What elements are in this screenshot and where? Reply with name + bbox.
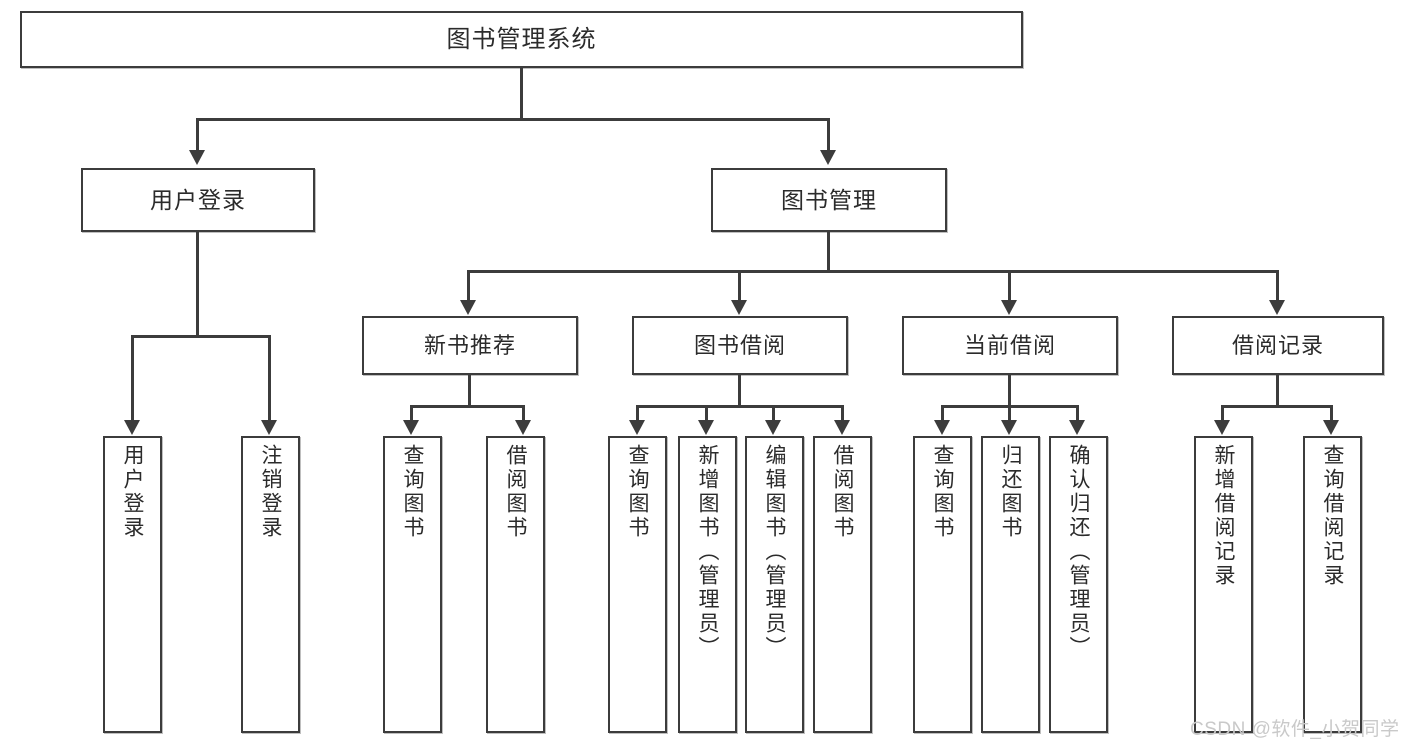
node-root-system[interactable]: 图书管理系统 [20, 11, 1023, 68]
arrow-borrow-records-to-leaf-2 [1323, 420, 1339, 435]
connector-current-borrow-stem [1008, 375, 1011, 407]
connector-borrow-records-to-leaf-1 [1221, 405, 1224, 422]
connector-borrow-records-bar [1221, 405, 1333, 408]
connector-root-stem [520, 68, 523, 118]
arrow-root-to-book-mgmt [820, 150, 836, 165]
arrow-book-mgmt-to-current-borrow [1001, 300, 1017, 315]
arrow-book-mgmt-to-new-book [460, 300, 476, 315]
node-book-borrow[interactable]: 图书借阅 [632, 316, 848, 375]
leaf-current-borrow-return-book[interactable]: 归还图书 [981, 436, 1040, 733]
connector-book-borrow-to-leaf-1 [636, 405, 639, 422]
leaf-borrow-records-add-record[interactable]: 新增借阅记录 [1194, 436, 1253, 733]
connector-book-borrow-to-leaf-4 [841, 405, 844, 422]
leaf-borrow-records-query-record[interactable]: 查询借阅记录 [1303, 436, 1362, 733]
arrow-new-book-to-leaf-1 [403, 420, 419, 435]
arrow-book-borrow-to-leaf-3 [765, 420, 781, 435]
connector-book-mgmt-to-book-borrow [738, 270, 741, 301]
connector-user-login-stem [196, 232, 199, 336]
connector-root-to-user-login [196, 118, 199, 151]
arrow-current-borrow-to-leaf-2 [1001, 420, 1017, 435]
arrow-user-login-to-leaf-2 [261, 420, 277, 435]
connector-user-login-to-leaf-2 [268, 335, 271, 421]
connector-book-borrow-to-leaf-2 [705, 405, 708, 422]
node-label: 查询图书 [626, 444, 649, 540]
connector-borrow-records-stem [1276, 375, 1279, 407]
arrow-user-login-to-leaf-1 [124, 420, 140, 435]
connector-book-mgmt-to-new-book [467, 270, 470, 301]
connector-root-to-book-mgmt [827, 118, 830, 151]
node-label: 借阅图书 [504, 444, 527, 540]
connector-new-book-bar [410, 405, 525, 408]
node-label: 图书借阅 [693, 332, 786, 358]
node-label: 图书管理 [781, 186, 877, 213]
leaf-book-borrow-query-book[interactable]: 查询图书 [608, 436, 667, 733]
connector-book-borrow-to-leaf-3 [772, 405, 775, 422]
leaf-book-borrow-edit-book-admin[interactable]: 编辑图书（管理员） [745, 436, 804, 733]
node-current-borrow[interactable]: 当前借阅 [902, 316, 1118, 375]
arrow-borrow-records-to-leaf-1 [1214, 420, 1230, 435]
node-label: 查询借阅记录 [1321, 444, 1344, 588]
node-label: 查询图书 [401, 444, 424, 540]
connector-new-book-to-leaf-2 [522, 405, 525, 422]
connector-book-borrow-stem [738, 375, 741, 407]
leaf-new-book-borrow-book[interactable]: 借阅图书 [486, 436, 545, 733]
connector-book-mgmt-to-current-borrow [1008, 270, 1011, 301]
arrow-current-borrow-to-leaf-3 [1069, 420, 1085, 435]
connector-user-login-to-leaf-1 [131, 335, 134, 421]
leaf-current-borrow-confirm-return-admin[interactable]: 确认归还（管理员） [1049, 436, 1108, 733]
node-label: 新增图书（管理员） [696, 444, 719, 660]
arrow-book-borrow-to-leaf-1 [629, 420, 645, 435]
node-label: 新增借阅记录 [1212, 444, 1235, 588]
connector-book-mgmt-to-borrow-records [1276, 270, 1279, 301]
node-label: 新书推荐 [423, 332, 516, 358]
arrow-book-mgmt-to-book-borrow [731, 300, 747, 315]
node-new-book-recommend[interactable]: 新书推荐 [362, 316, 578, 375]
arrow-root-to-user-login [189, 150, 205, 165]
leaf-new-book-query-book[interactable]: 查询图书 [383, 436, 442, 733]
arrow-book-mgmt-to-borrow-records [1269, 300, 1285, 315]
connector-borrow-records-to-leaf-2 [1330, 405, 1333, 422]
node-book-management[interactable]: 图书管理 [711, 168, 947, 232]
node-label: 借阅记录 [1231, 332, 1324, 358]
connector-root-bar [196, 118, 830, 121]
node-label: 用户登录 [150, 186, 246, 213]
csdn-watermark: CSDN @软件_小贺同学 [1190, 719, 1400, 740]
leaf-book-borrow-borrow-book[interactable]: 借阅图书 [813, 436, 872, 733]
connector-current-borrow-to-leaf-1 [941, 405, 944, 422]
arrow-new-book-to-leaf-2 [515, 420, 531, 435]
connector-new-book-stem [468, 375, 471, 407]
node-label: 查询图书 [931, 444, 954, 540]
connector-book-mgmt-bar [467, 270, 1279, 273]
node-user-login[interactable]: 用户登录 [81, 168, 315, 232]
node-label: 当前借阅 [963, 332, 1056, 358]
connector-book-borrow-bar [636, 405, 844, 408]
node-label: 编辑图书（管理员） [763, 444, 786, 660]
arrow-book-borrow-to-leaf-2 [698, 420, 714, 435]
node-label: 注销登录 [259, 444, 282, 540]
leaf-current-borrow-query-book[interactable]: 查询图书 [913, 436, 972, 733]
connector-current-borrow-to-leaf-2 [1008, 405, 1011, 422]
arrow-book-borrow-to-leaf-4 [834, 420, 850, 435]
node-borrow-records[interactable]: 借阅记录 [1172, 316, 1384, 375]
node-label: 归还图书 [999, 444, 1022, 540]
connector-current-borrow-to-leaf-3 [1076, 405, 1079, 422]
arrow-current-borrow-to-leaf-1 [934, 420, 950, 435]
connector-new-book-to-leaf-1 [410, 405, 413, 422]
connector-book-mgmt-stem [827, 232, 830, 272]
connector-user-login-bar [131, 335, 271, 338]
node-label: 借阅图书 [831, 444, 854, 540]
leaf-book-borrow-add-book-admin[interactable]: 新增图书（管理员） [678, 436, 737, 733]
node-label: 用户登录 [121, 444, 144, 540]
node-label: 图书管理系统 [446, 25, 597, 53]
leaf-user-login-logout[interactable]: 注销登录 [241, 436, 300, 733]
node-label: 确认归还（管理员） [1067, 444, 1090, 660]
leaf-user-login-login[interactable]: 用户登录 [103, 436, 162, 733]
